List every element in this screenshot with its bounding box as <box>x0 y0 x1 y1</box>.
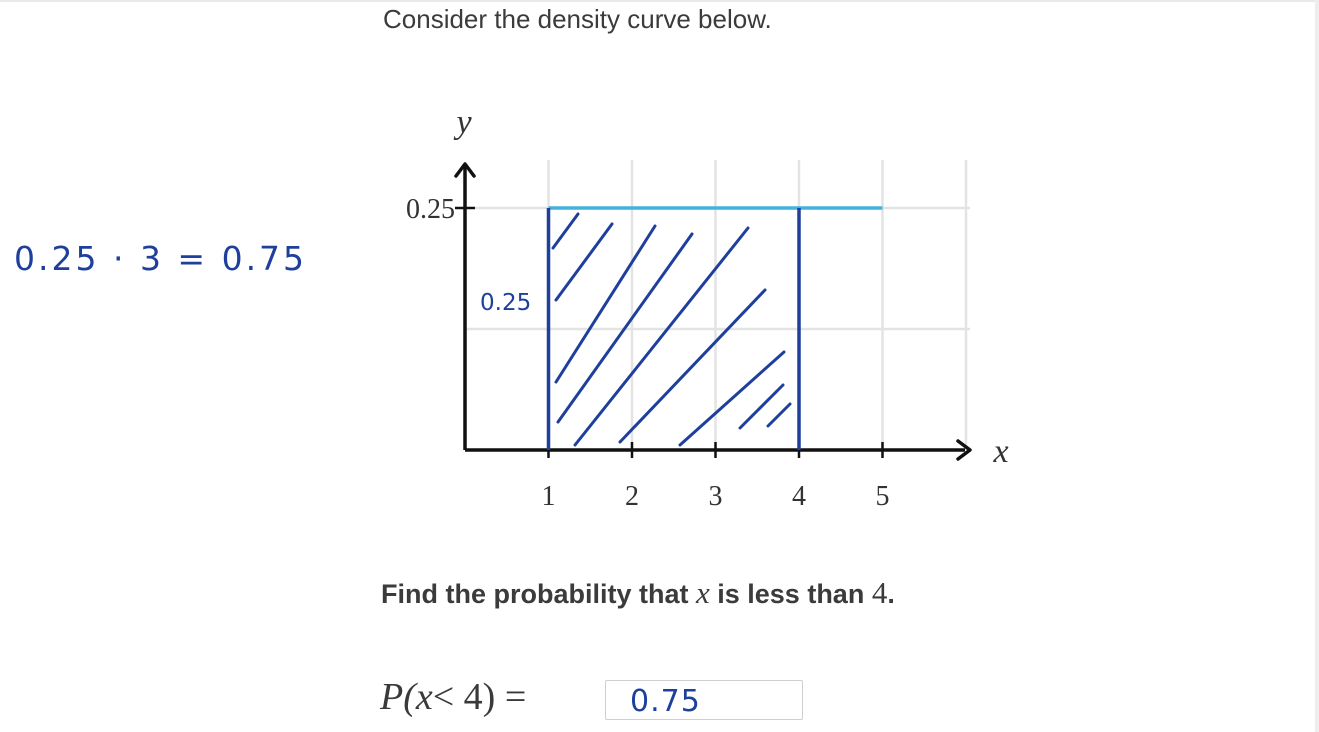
handwritten-equation: 0.25 · 3 = 0.75 <box>14 239 308 278</box>
x-tick-label-3: 3 <box>709 481 723 512</box>
hatch-stroke-6 <box>618 288 767 444</box>
x-tick-label-5: 5 <box>876 481 890 512</box>
answer-value: 0.75 <box>630 684 701 719</box>
handwritten-height-label: 0.25 <box>480 290 531 316</box>
hatch-stroke-9 <box>766 402 792 428</box>
x-axis-label: x <box>992 433 1008 470</box>
hatch-stroke-1 <box>551 212 580 250</box>
x-axis-arrow <box>956 439 972 461</box>
y-axis-label: y <box>453 104 472 141</box>
answer-p: P( <box>380 676 416 718</box>
hatch-stroke-4 <box>556 232 694 424</box>
answer-rest: < 4) = <box>432 676 527 718</box>
hatch-stroke-5 <box>573 226 750 447</box>
question-middle: is less than <box>709 579 872 609</box>
answer-x: x <box>415 676 433 718</box>
intro-text: Consider the density curve below. <box>383 4 772 34</box>
x-tick-label-2: 2 <box>625 481 639 512</box>
answer-input[interactable]: 0.75 <box>605 680 803 720</box>
question-variable: x <box>695 575 710 610</box>
hatch-stroke-8 <box>738 383 785 430</box>
hatch-stroke-3 <box>554 224 657 384</box>
x-tick-label-4: 4 <box>792 481 806 512</box>
question-prefix: Find the probability that <box>381 579 696 609</box>
hatch-stroke-2 <box>554 222 614 302</box>
top-border <box>0 0 1319 2</box>
y-axis-arrow <box>454 162 476 178</box>
hatch-stroke-7 <box>678 350 786 447</box>
question-number: 4 <box>871 575 888 610</box>
answer-expression: P(x < 4) = <box>380 672 526 722</box>
y-tick-label-0.25: 0.25 <box>406 194 455 225</box>
right-edge <box>1315 0 1319 732</box>
x-tick-label-1: 1 <box>542 481 556 512</box>
question-suffix: . <box>887 579 895 609</box>
question-text: Find the probability that x is less than… <box>381 575 895 611</box>
